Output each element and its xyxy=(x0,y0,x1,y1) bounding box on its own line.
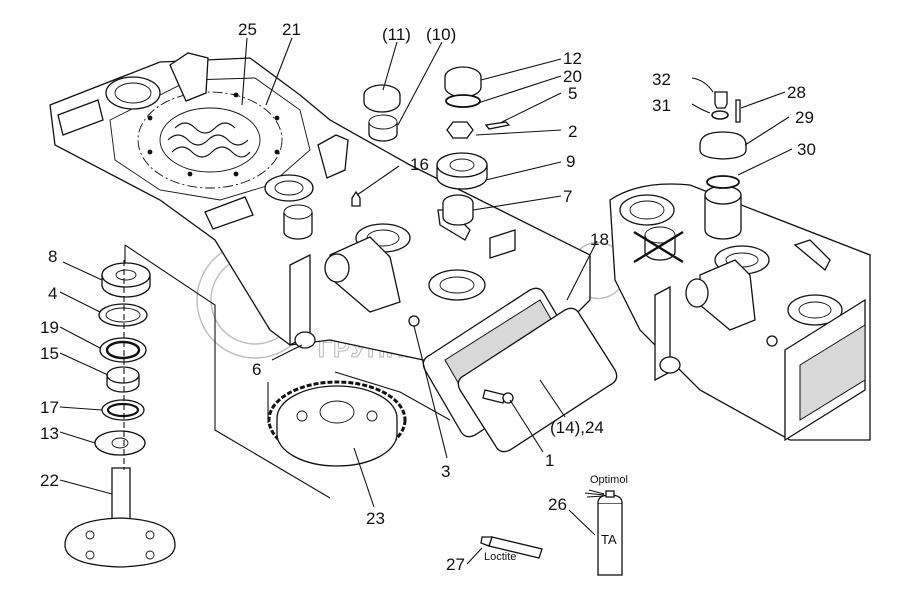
callout-13: 13 xyxy=(40,424,59,443)
optimol-label: Optimol xyxy=(590,474,628,486)
callout-18: 18 xyxy=(590,230,609,249)
callout-23: 23 xyxy=(366,509,385,528)
callout-26: 26 xyxy=(548,495,567,514)
callout-1: 1 xyxy=(545,451,554,470)
loctite-label: Loctite xyxy=(484,551,516,563)
callout-20: 20 xyxy=(563,67,582,86)
callout-32: 32 xyxy=(652,70,671,89)
spray-can-text: TA xyxy=(601,532,617,547)
callout-15: 15 xyxy=(40,344,59,363)
callout-19: 19 xyxy=(40,318,59,337)
callout-30: 30 xyxy=(797,140,816,159)
spray-can xyxy=(584,489,623,576)
callout-10: (10) xyxy=(426,25,456,44)
callout-8: 8 xyxy=(48,247,57,266)
gear xyxy=(267,380,407,467)
callout-29: 29 xyxy=(795,108,814,127)
callout-7: 7 xyxy=(563,187,572,206)
bearing-stack xyxy=(64,260,176,568)
left-gearbox-housing xyxy=(49,52,618,453)
callout-17: 17 xyxy=(40,398,59,417)
callout-11: (11) xyxy=(382,25,411,44)
callout-14-24: (14),24 xyxy=(550,418,604,437)
callout-21: 21 xyxy=(282,20,301,39)
callout-27: 27 xyxy=(446,555,465,574)
callout-2: 2 xyxy=(568,122,577,141)
callout-28: 28 xyxy=(787,83,806,102)
callout-22: 22 xyxy=(40,471,59,490)
right-gearbox-housing xyxy=(609,91,871,442)
callout-4: 4 xyxy=(48,284,57,303)
callout-3: 3 xyxy=(441,462,450,481)
callout-12: 12 xyxy=(563,49,582,68)
adhesive-tube xyxy=(480,536,543,559)
callout-5: 5 xyxy=(568,84,577,103)
callout-31: 31 xyxy=(652,96,671,115)
crossed-out-bushing xyxy=(633,226,684,264)
callout-labels: 25 21 (11) (10) 12 20 5 2 16 9 7 32 31 2… xyxy=(40,20,816,574)
callout-6: 6 xyxy=(252,360,261,379)
leader-lines xyxy=(59,37,793,565)
top-cap-parts xyxy=(363,66,511,190)
callout-9: 9 xyxy=(566,152,575,171)
callout-16: 16 xyxy=(410,155,429,174)
callout-25: 25 xyxy=(238,20,257,39)
